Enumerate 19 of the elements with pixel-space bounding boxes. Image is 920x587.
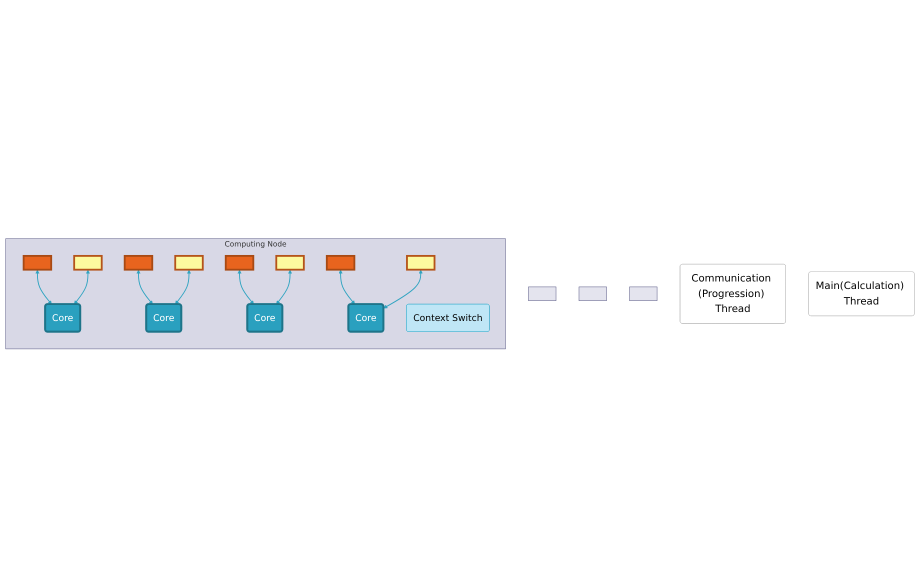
node-box [124, 254, 154, 270]
node-box [406, 254, 436, 270]
node-box [73, 254, 103, 270]
node-box [275, 254, 305, 270]
arrow [276, 269, 292, 304]
node-box [326, 254, 356, 270]
arrow [383, 269, 423, 308]
arrow [338, 269, 356, 304]
node-box [224, 254, 254, 270]
arrow [238, 269, 254, 304]
arrow [74, 269, 90, 304]
arrow [35, 269, 52, 304]
node-box [629, 286, 658, 301]
node-box [174, 254, 204, 270]
arrow [175, 269, 192, 304]
node-box [528, 286, 556, 301]
node-box [578, 286, 607, 301]
arrow [136, 269, 153, 304]
node-box [22, 254, 52, 270]
